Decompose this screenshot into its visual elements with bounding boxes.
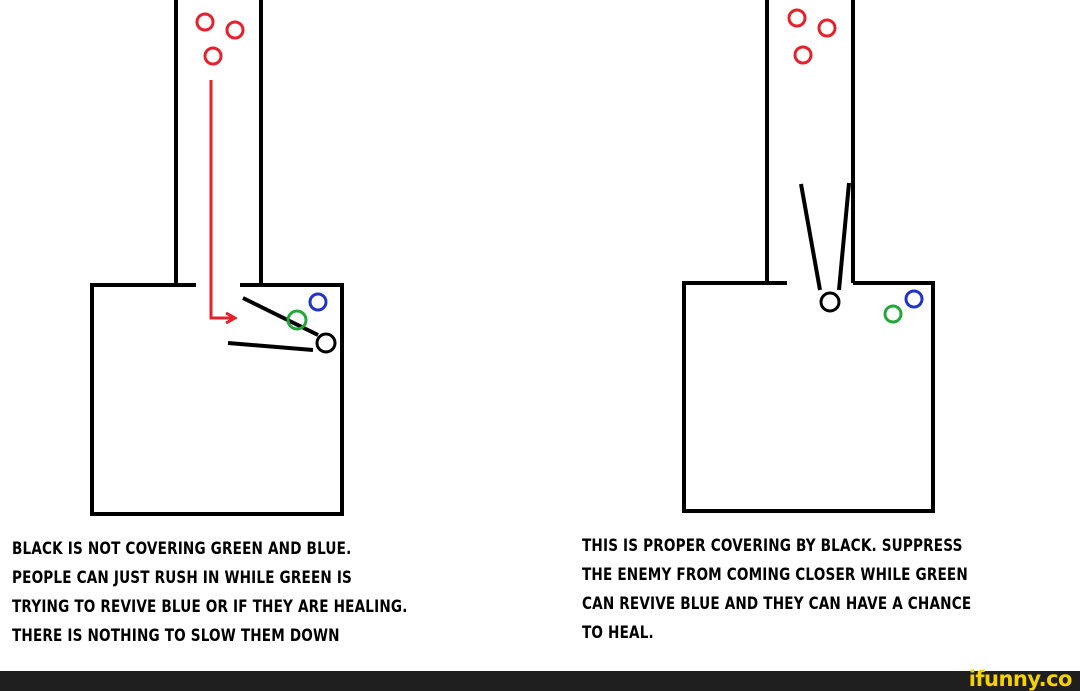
left-caption: BLACK IS NOT COVERING GREEN AND BLUE. PE… bbox=[12, 535, 408, 651]
caption-line: THIS IS PROPER COVERING BY BLACK. SUPPRE… bbox=[582, 536, 963, 556]
sightline bbox=[242, 296, 319, 337]
ifunny-watermark[interactable]: ifunny.co bbox=[968, 667, 1073, 691]
right-diagram bbox=[682, 0, 935, 513]
caption-line: PEOPLE CAN JUST RUSH IN WHILE GREEN IS bbox=[12, 568, 353, 588]
caption-line: TRYING TO REVIVE BLUE OR IF THEY ARE HEA… bbox=[12, 597, 408, 617]
left-blue-player bbox=[308, 292, 328, 312]
enemy-marker bbox=[787, 8, 807, 28]
sightline bbox=[799, 183, 822, 291]
caption-line: THE ENEMY FROM COMING CLOSER WHILE GREEN bbox=[582, 565, 968, 585]
caption-line: CAN REVIVE BLUE AND THEY CAN HAVE A CHAN… bbox=[582, 594, 972, 614]
enemy-marker bbox=[195, 12, 215, 32]
left-green-player bbox=[286, 309, 308, 331]
left-enemy-team bbox=[195, 12, 245, 66]
right-black-sightlines bbox=[799, 182, 851, 291]
left-black-player bbox=[315, 332, 337, 354]
right-enemy-team bbox=[787, 8, 837, 65]
footer-bar: ifunny.co bbox=[0, 667, 1080, 691]
left-black-sightlines bbox=[227, 296, 319, 352]
enemy-marker bbox=[793, 45, 813, 65]
left-diagram bbox=[90, 0, 344, 516]
left-room-wall bbox=[90, 283, 344, 516]
sightline bbox=[227, 341, 314, 352]
right-caption: THIS IS PROPER COVERING BY BLACK. SUPPRE… bbox=[582, 532, 971, 648]
left-map-walls bbox=[90, 0, 344, 516]
diagram bbox=[90, 0, 935, 516]
right-map-walls bbox=[682, 0, 935, 513]
sightline bbox=[837, 182, 851, 291]
left-rush-arrow bbox=[209, 80, 234, 318]
caption-line: TO HEAL. bbox=[582, 623, 654, 643]
caption-line: THERE IS NOTHING TO SLOW THEM DOWN bbox=[12, 626, 340, 646]
right-room-wall bbox=[682, 281, 935, 513]
caption-line: BLACK IS NOT COVERING GREEN AND BLUE. bbox=[12, 539, 352, 559]
enemy-marker bbox=[203, 46, 223, 66]
enemy-marker bbox=[817, 18, 837, 38]
right-green-player bbox=[883, 304, 903, 324]
right-black-player bbox=[819, 291, 841, 313]
enemy-marker bbox=[225, 20, 245, 40]
right-blue-player bbox=[904, 289, 924, 309]
